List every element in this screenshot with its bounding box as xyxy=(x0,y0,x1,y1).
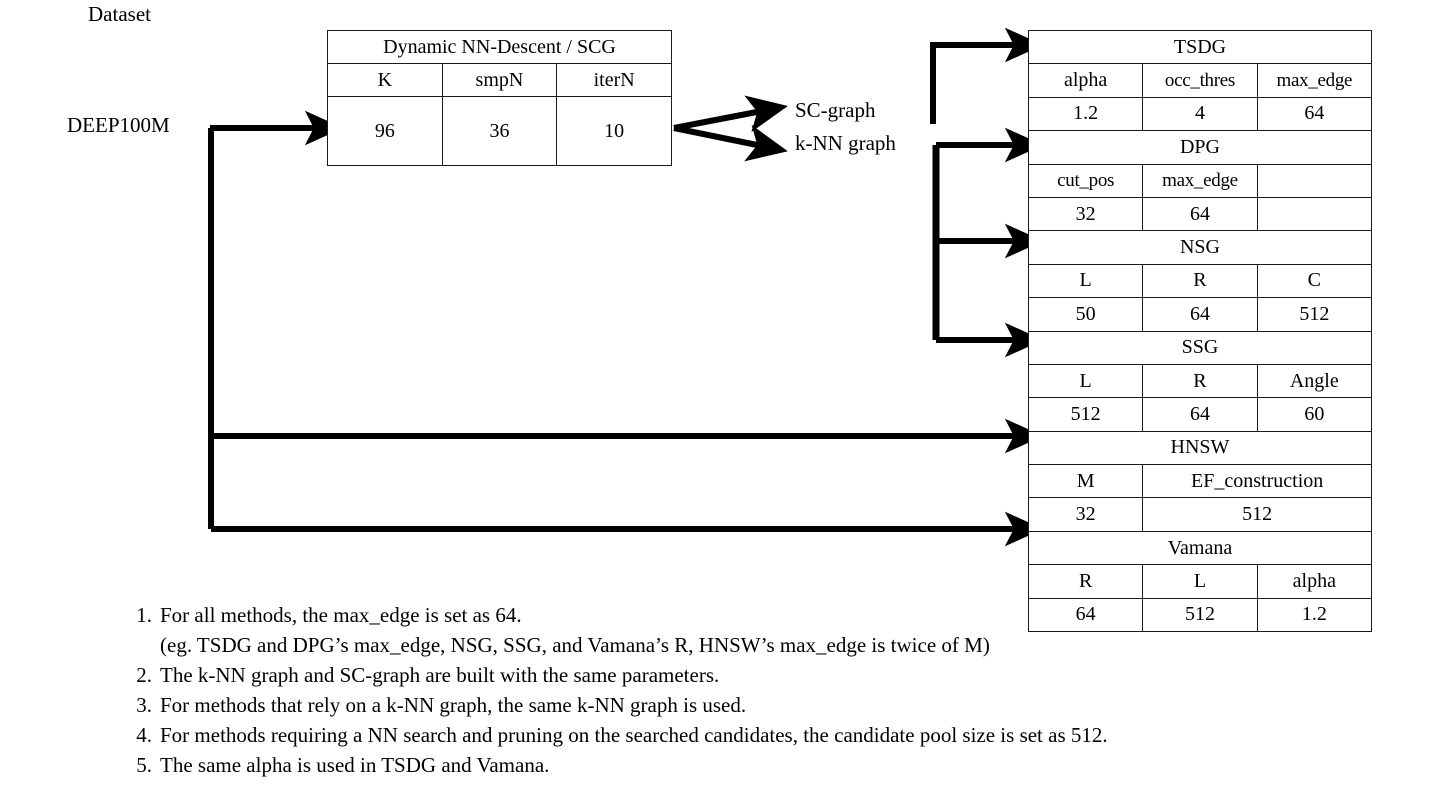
nsg-header-l: L xyxy=(1027,263,1144,299)
method-title-hnsw: HNSW xyxy=(1028,430,1372,466)
method-title-ssg: SSG xyxy=(1028,330,1372,365)
note-number-1: 1. xyxy=(136,603,152,627)
note-item-4: 4. For methods requiring a NN search and… xyxy=(122,720,1422,750)
table-row-ssg-headers: L R Angle xyxy=(1027,363,1373,399)
table-row-tsdg-headers: alpha occ_thres max_edge xyxy=(1027,63,1373,98)
tsdg-header-max-edge: max_edge xyxy=(1256,63,1373,98)
dpg-header-max-edge: max_edge xyxy=(1142,163,1258,198)
note-text-1: For all methods, the max_edge is set as … xyxy=(160,603,522,627)
vamana-value-alpha: 1.2 xyxy=(1256,597,1373,633)
table-row-nsg-values: 50 64 512 xyxy=(1027,297,1373,332)
note-number-3: 3. xyxy=(136,693,152,717)
note-text-3: For methods that rely on a k-NN graph, t… xyxy=(160,693,747,717)
method-title-dpg: DPG xyxy=(1028,130,1372,165)
hnsw-value-m: 32 xyxy=(1027,497,1144,532)
table-row-title: Dynamic NN-Descent / SCG xyxy=(327,30,672,64)
table-row-ssg-values: 512 64 60 xyxy=(1027,397,1373,432)
table-row-nsg-title: NSG xyxy=(1028,230,1372,265)
arrow-knngraph-bus xyxy=(932,127,1044,358)
hnsw-header-ef-construction: EF_construction xyxy=(1142,464,1372,499)
vamana-value-r: 64 xyxy=(1027,597,1144,633)
table-row-hnsw-title: HNSW xyxy=(1028,430,1372,466)
table-row-dpg-headers: cut_pos max_edge xyxy=(1027,163,1373,198)
note-text-2: The k-NN graph and SC-graph are built wi… xyxy=(160,663,720,687)
tsdg-value-alpha: 1.2 xyxy=(1027,96,1144,132)
hnsw-value-ef-construction: 512 xyxy=(1142,497,1372,532)
note-text-4: For methods requiring a NN search and pr… xyxy=(160,723,1108,747)
arrow-nndescent-fork xyxy=(673,95,788,162)
note-item-3: 3. For methods that rely on a k-NN graph… xyxy=(122,690,1422,720)
table-row-ssg-title: SSG xyxy=(1028,330,1372,365)
ssg-value-r: 64 xyxy=(1142,397,1258,432)
arrow-deep100m-bus xyxy=(208,128,1044,547)
note-item-5: 5. The same alpha is used in TSDG and Va… xyxy=(122,750,1422,780)
ssg-value-angle: 60 xyxy=(1256,397,1373,432)
tsdg-value-occ-thres: 4 xyxy=(1142,96,1258,132)
edge-label-sc-graph: SC-graph xyxy=(795,98,876,122)
note-number-5: 5. xyxy=(136,753,152,777)
table-row-tsdg-values: 1.2 4 64 xyxy=(1027,96,1373,132)
nn-descent-title: Dynamic NN-Descent / SCG xyxy=(327,30,672,64)
nsg-header-r: R xyxy=(1142,263,1258,299)
tsdg-value-max-edge: 64 xyxy=(1256,96,1373,132)
nn-descent-header-k: K xyxy=(327,63,443,97)
ssg-header-r: R xyxy=(1142,363,1258,399)
vamana-header-alpha: alpha xyxy=(1256,564,1373,599)
ssg-header-angle: Angle xyxy=(1256,363,1373,399)
note-item-2: 2. The k-NN graph and SC-graph are built… xyxy=(122,660,1422,690)
table-row-hnsw-headers: M EF_construction xyxy=(1027,464,1372,499)
tsdg-header-alpha: alpha xyxy=(1027,63,1144,98)
method-title-nsg: NSG xyxy=(1028,230,1372,265)
table-row-hnsw-values: 32 512 xyxy=(1027,497,1372,532)
table-row-vamana-title: Vamana xyxy=(1028,530,1372,566)
table-row-nsg-headers: L R C xyxy=(1027,263,1373,299)
dpg-header-empty xyxy=(1256,163,1373,198)
dpg-value-empty xyxy=(1256,196,1373,232)
dpg-value-cut-pos: 32 xyxy=(1027,196,1144,232)
nn-descent-value-k: 96 xyxy=(327,96,443,166)
dpg-header-cut-pos: cut_pos xyxy=(1027,163,1144,198)
notes-list: 1. For all methods, the max_edge is set … xyxy=(122,600,1422,780)
method-parameter-tables: TSDG alpha occ_thres max_edge 1.2 4 64 D… xyxy=(1027,29,1373,633)
note-subtext-1: (eg. TSDG and DPG’s max_edge, NSG, SSG, … xyxy=(160,633,990,657)
table-row-dpg-title: DPG xyxy=(1028,130,1372,165)
note-text-5: The same alpha is used in TSDG and Vaman… xyxy=(160,753,550,777)
nsg-value-c: 512 xyxy=(1256,297,1373,332)
note-number-4: 4. xyxy=(136,723,152,747)
method-title-vamana: Vamana xyxy=(1028,530,1372,566)
vamana-header-r: R xyxy=(1027,564,1144,599)
nn-descent-value-itern: 10 xyxy=(556,96,672,166)
note-number-2: 2. xyxy=(136,663,152,687)
dpg-value-max-edge: 64 xyxy=(1142,196,1258,232)
method-title-tsdg: TSDG xyxy=(1028,29,1372,65)
nn-descent-header-itern: iterN xyxy=(556,63,672,97)
arrow-scgraph-to-tsdg xyxy=(930,27,1044,124)
table-row-values: 96 36 10 xyxy=(327,96,672,166)
table-row-dpg-values: 32 64 xyxy=(1027,196,1373,232)
tsdg-header-occ-thres: occ_thres xyxy=(1142,63,1258,98)
table-row-tsdg-title: TSDG xyxy=(1028,29,1372,65)
dataset-title: Dataset xyxy=(88,2,151,26)
table-row-vamana-headers: R L alpha xyxy=(1027,564,1373,599)
note-item-1: 1. For all methods, the max_edge is set … xyxy=(122,600,1422,660)
vamana-header-l: L xyxy=(1142,564,1258,599)
ssg-value-l: 512 xyxy=(1027,397,1144,432)
table-row-vamana-values: 64 512 1.2 xyxy=(1027,597,1373,633)
nn-descent-value-smpn: 36 xyxy=(441,96,558,166)
ssg-header-l: L xyxy=(1027,363,1144,399)
nn-descent-header-smpn: smpN xyxy=(441,63,558,97)
table-row-headers: K smpN iterN xyxy=(327,63,672,97)
nsg-value-r: 64 xyxy=(1142,297,1258,332)
nsg-header-c: C xyxy=(1256,263,1373,299)
nsg-value-l: 50 xyxy=(1027,297,1144,332)
dataset-name-deep100m: DEEP100M xyxy=(67,113,170,137)
nn-descent-parameter-table: Dynamic NN-Descent / SCG K smpN iterN 96… xyxy=(327,30,672,166)
edge-label-knn-graph: k-NN graph xyxy=(795,131,896,155)
hnsw-header-m: M xyxy=(1027,464,1144,499)
